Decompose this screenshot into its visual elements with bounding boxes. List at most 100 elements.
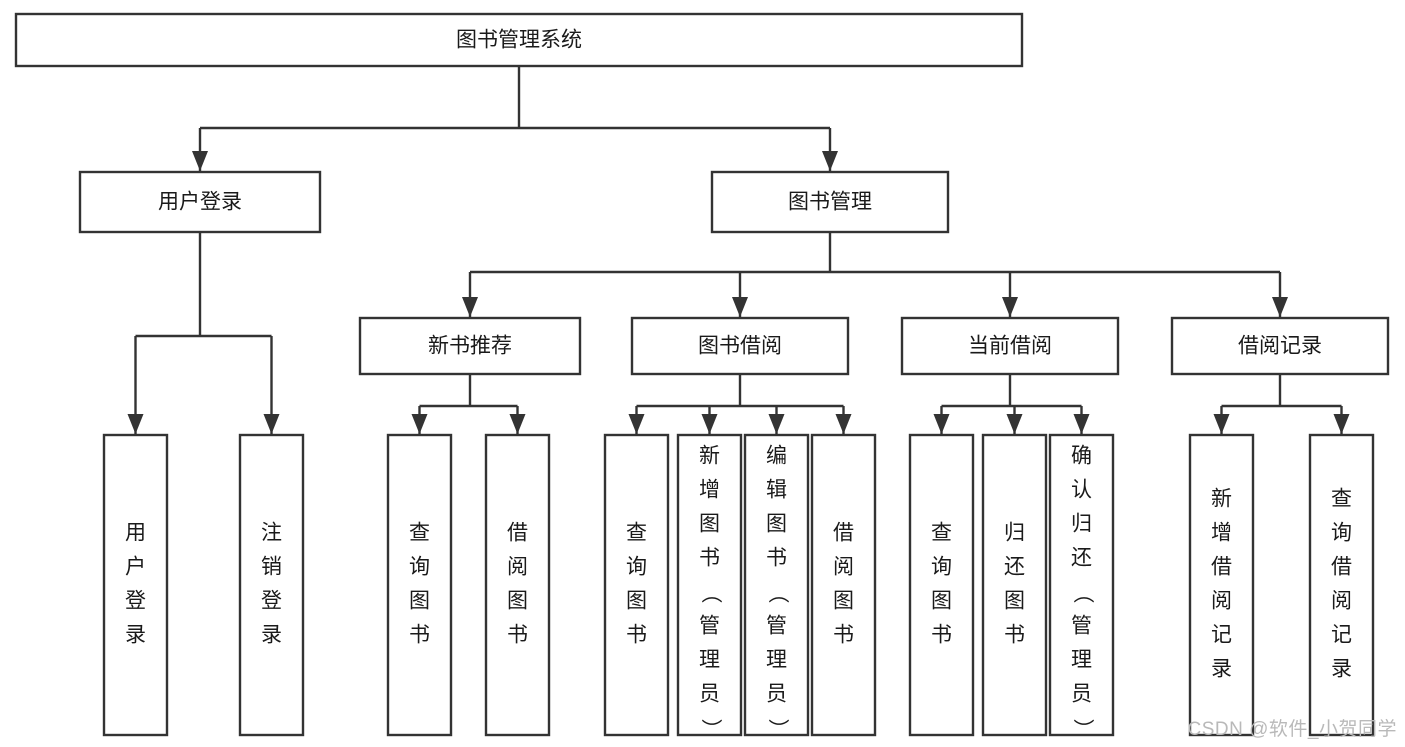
leaf-box — [908, 433, 975, 737]
leaf-label-char: 查 — [409, 522, 430, 545]
level3-label: 新书推荐 — [428, 335, 512, 358]
level2-node[interactable]: 图书管理 — [710, 170, 950, 234]
arrow-head-icon — [628, 414, 645, 434]
leaf-label-char: 查 — [626, 522, 647, 545]
arrow-head-icon — [835, 414, 852, 434]
leaf-box — [386, 433, 453, 737]
arrow-head-icon — [263, 414, 280, 434]
leaf-box — [981, 433, 1048, 737]
level2-node[interactable]: 用户登录 — [78, 170, 322, 234]
connector-group — [1213, 374, 1350, 434]
leaf-label-char: 借 — [1331, 556, 1352, 579]
leaf-label-char: 新 — [1211, 488, 1232, 511]
level2-box — [710, 170, 950, 234]
leaf-label-char: 记 — [1331, 624, 1352, 647]
leaf-label-char: 归 — [1071, 513, 1092, 536]
arrow-head-icon — [411, 414, 428, 434]
arrow-head-icon — [1272, 297, 1288, 317]
arrow-head-icon — [1333, 414, 1350, 434]
arrow-head-icon — [127, 414, 144, 434]
leaf-label-char: 还 — [1071, 547, 1092, 570]
leaf-label-char: 登 — [125, 590, 146, 613]
leaf-label-char: 阅 — [1211, 590, 1232, 613]
leaf-label-char: ） — [1071, 719, 1094, 740]
leaf-label-char: 借 — [1211, 556, 1232, 579]
leaf-label-char: 管 — [699, 615, 720, 638]
leaf-label-char: 查 — [1331, 488, 1352, 511]
level3-node[interactable]: 当前借阅 — [900, 316, 1120, 376]
leaf-node[interactable]: 用户登录 — [102, 433, 169, 737]
watermark-text: CSDN @软件_小贺同学 — [1187, 719, 1397, 740]
leaf-label-char: 图 — [931, 590, 952, 613]
level2-box — [78, 170, 322, 234]
connector-group — [462, 232, 1288, 317]
leaf-label-char: 查 — [931, 522, 952, 545]
root-node[interactable]: 图书管理系统 — [14, 12, 1024, 68]
level3-box — [1170, 316, 1390, 376]
leaf-label-char: 登 — [261, 590, 282, 613]
leaf-label-char: 用 — [125, 522, 146, 545]
leaf-box — [1188, 433, 1255, 737]
leaf-label-char: （ — [1071, 583, 1094, 604]
level3-node[interactable]: 借阅记录 — [1170, 316, 1390, 376]
leaf-label-char: 录 — [1331, 658, 1352, 681]
leaf-label-char: 理 — [699, 649, 720, 672]
arrow-head-icon — [509, 414, 526, 434]
leaf-label-char: 书 — [409, 624, 430, 647]
level3-node[interactable]: 新书推荐 — [358, 316, 582, 376]
level3-box — [900, 316, 1120, 376]
leaf-label-char: 书 — [833, 624, 854, 647]
leaf-label-char: 借 — [507, 522, 528, 545]
leaf-label-char: 理 — [1071, 649, 1092, 672]
arrow-head-icon — [1002, 297, 1018, 317]
leaf-label-char: 阅 — [1331, 590, 1352, 613]
arrow-head-icon — [933, 414, 950, 434]
leaf-label-char: 图 — [1004, 590, 1025, 613]
leaf-label-char: 询 — [931, 556, 952, 579]
connector-group — [933, 374, 1090, 434]
arrow-head-icon — [1213, 414, 1230, 434]
leaf-label-char: 管 — [1071, 615, 1092, 638]
connector-group — [192, 66, 838, 171]
arrow-head-icon — [1073, 414, 1090, 434]
leaf-label-char: 图 — [833, 590, 854, 613]
leaf-box — [238, 433, 305, 737]
leaf-label-char: 录 — [1211, 658, 1232, 681]
leaf-label-char: 书 — [931, 624, 952, 647]
leaf-label-char: 归 — [1004, 522, 1025, 545]
leaf-label-char: 新 — [699, 445, 720, 468]
leaf-label-char: 理 — [766, 649, 787, 672]
leaf-label-char: ） — [699, 719, 722, 740]
level3-box — [358, 316, 582, 376]
level3-node[interactable]: 图书借阅 — [630, 316, 850, 376]
connector-group — [127, 232, 280, 434]
leaf-label-char: 录 — [261, 624, 282, 647]
connector-group — [628, 374, 852, 434]
arrow-head-icon — [462, 297, 478, 317]
level3-label: 当前借阅 — [968, 335, 1052, 358]
leaf-label-char: ） — [766, 719, 789, 740]
leaf-label-char: 阅 — [833, 556, 854, 579]
arrow-head-icon — [701, 414, 718, 434]
leaf-label-char: 书 — [626, 624, 647, 647]
leaf-box — [484, 433, 551, 737]
arrow-head-icon — [822, 151, 838, 171]
leaf-label-char: 增 — [699, 479, 720, 502]
leaf-label-char: 记 — [1211, 624, 1232, 647]
leaf-box — [102, 433, 169, 737]
level3-label: 借阅记录 — [1238, 335, 1322, 358]
leaf-label-char: 辑 — [766, 479, 787, 502]
leaf-label-char: 户 — [125, 556, 146, 579]
